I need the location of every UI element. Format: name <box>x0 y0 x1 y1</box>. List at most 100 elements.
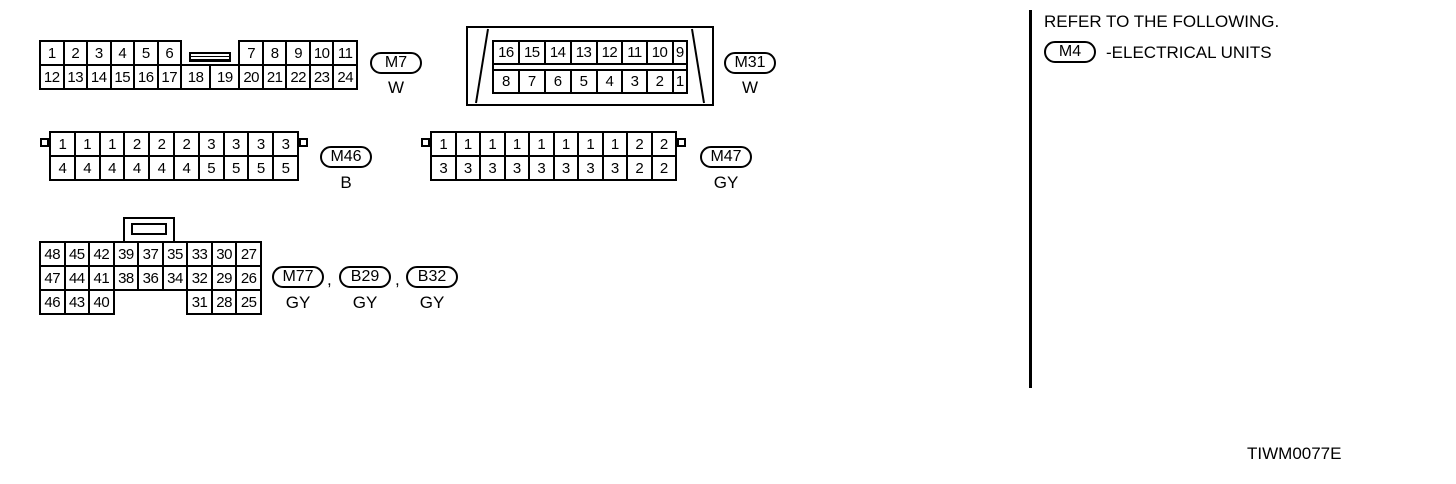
pin: 7 <box>238 40 264 66</box>
pin: 5 <box>569 69 598 94</box>
pin: 1 <box>454 131 481 157</box>
pin: 24 <box>332 64 358 90</box>
pin: 15 <box>109 64 135 90</box>
pin: 3 <box>430 155 457 181</box>
reference-heading: REFER TO THE FOLLOWING. <box>1044 12 1280 31</box>
pin: 3 <box>454 155 481 181</box>
pin: 13 <box>569 40 598 65</box>
connector-tag-m31: M31 <box>724 52 776 74</box>
reference-tag-m4: M4 <box>1044 41 1096 63</box>
pin: 1 <box>601 131 628 157</box>
connector-m47-ear-left <box>421 138 430 147</box>
pin: 3 <box>621 69 648 94</box>
pin: 5 <box>247 155 275 181</box>
connector-m46-grid: 1 1 1 2 2 2 3 3 3 3 4 4 4 4 4 4 5 5 5 5 <box>49 131 299 181</box>
pin: 39 <box>112 241 140 267</box>
pin: 44 <box>63 265 91 291</box>
pin: 5 <box>133 40 159 66</box>
pin: 2 <box>650 131 677 157</box>
pin: 3 <box>552 155 579 181</box>
pin: 37 <box>137 241 164 267</box>
pin: 29 <box>210 265 238 291</box>
pin: 30 <box>210 241 238 267</box>
pin: 11 <box>332 40 358 66</box>
pin: 1 <box>671 69 688 94</box>
pin: 6 <box>156 40 182 66</box>
pin: 48 <box>39 241 66 267</box>
pin: 16 <box>492 40 520 65</box>
pin: 7 <box>517 69 546 94</box>
pin: 42 <box>88 241 115 267</box>
pin: 36 <box>137 265 164 291</box>
pin: 2 <box>626 131 653 157</box>
pin: 9 <box>671 40 688 65</box>
connector-color-m46: B <box>340 173 352 192</box>
connector-m31-grid: 16 15 14 13 12 11 10 9 8 7 6 5 4 3 2 1 <box>492 40 688 94</box>
pin: 12 <box>595 40 624 65</box>
pin: 19 <box>209 64 241 90</box>
pin: 1 <box>479 131 506 157</box>
connector-tag-m47: M47 <box>700 146 752 168</box>
pin: 11 <box>621 40 648 65</box>
pin: 4 <box>148 155 175 181</box>
pin: 1 <box>73 131 101 157</box>
connector-m46: 1 1 1 2 2 2 3 3 3 3 4 4 4 4 4 4 5 5 5 5 <box>49 131 299 181</box>
pin: 1 <box>528 131 555 157</box>
connector-tag-b32: B32 <box>406 266 458 288</box>
pin: 3 <box>479 155 506 181</box>
pin: 5 <box>272 155 299 181</box>
connector-color-b32: GY <box>419 293 445 312</box>
pin: 16 <box>133 64 159 90</box>
pin: 1 <box>503 131 530 157</box>
pin: 9 <box>285 40 311 66</box>
pin: 3 <box>222 131 250 157</box>
pin: 47 <box>39 265 66 291</box>
connector-m46-ear-left <box>40 138 49 147</box>
connector-m7-grid: 1 2 3 4 5 6 7 8 9 10 11 12 13 14 15 16 1… <box>39 40 358 90</box>
connector-m77: 48 45 42 39 37 35 33 30 27 47 44 41 38 3… <box>39 241 262 315</box>
tag-separator: , <box>395 270 400 289</box>
pin: 10 <box>645 40 674 65</box>
pin: 3 <box>86 40 112 66</box>
pin: 2 <box>148 131 175 157</box>
pin: 8 <box>261 40 288 66</box>
pin: 3 <box>503 155 530 181</box>
pin: 1 <box>430 131 457 157</box>
pin: 6 <box>543 69 572 94</box>
pin: 40 <box>88 289 115 315</box>
connector-m77-grid: 48 45 42 39 37 35 33 30 27 47 44 41 38 3… <box>39 241 262 315</box>
pin: 17 <box>156 64 182 90</box>
connector-tag-m46: M46 <box>320 146 372 168</box>
pin: 18 <box>179 64 212 90</box>
pin: 1 <box>98 131 126 157</box>
pin: 4 <box>49 155 76 181</box>
connector-m31-housing <box>466 26 714 106</box>
connector-tag-m7: M7 <box>370 52 422 74</box>
pin: 8 <box>492 69 520 94</box>
pin: 12 <box>39 64 65 90</box>
pin: 33 <box>186 241 213 267</box>
connector-color-m31: W <box>741 78 759 97</box>
connector-m47-grid: 1 1 1 1 1 1 1 1 2 2 3 3 3 3 3 3 3 3 2 2 <box>430 131 677 181</box>
pin: 34 <box>161 265 189 291</box>
pin: 21 <box>261 64 288 90</box>
vertical-divider <box>1029 10 1032 388</box>
connector-m47-ear-right <box>677 138 686 147</box>
pin: 27 <box>235 241 262 267</box>
pin: 26 <box>235 265 262 291</box>
pin: 46 <box>39 289 66 315</box>
connector-m31: 16 15 14 13 12 11 10 9 8 7 6 5 4 3 2 1 <box>466 26 714 106</box>
pin: 1 <box>49 131 76 157</box>
connector-color-b29: GY <box>352 293 378 312</box>
pin: 23 <box>308 64 335 90</box>
pin: 2 <box>626 155 653 181</box>
tag-separator: , <box>327 270 332 289</box>
pin: 5 <box>222 155 250 181</box>
pin: 14 <box>543 40 572 65</box>
pin: 2 <box>123 131 151 157</box>
pin: 14 <box>86 64 112 90</box>
pin: 2 <box>62 40 88 66</box>
pin: 3 <box>247 131 275 157</box>
pin: 4 <box>595 69 624 94</box>
connector-tag-m77: M77 <box>272 266 324 288</box>
